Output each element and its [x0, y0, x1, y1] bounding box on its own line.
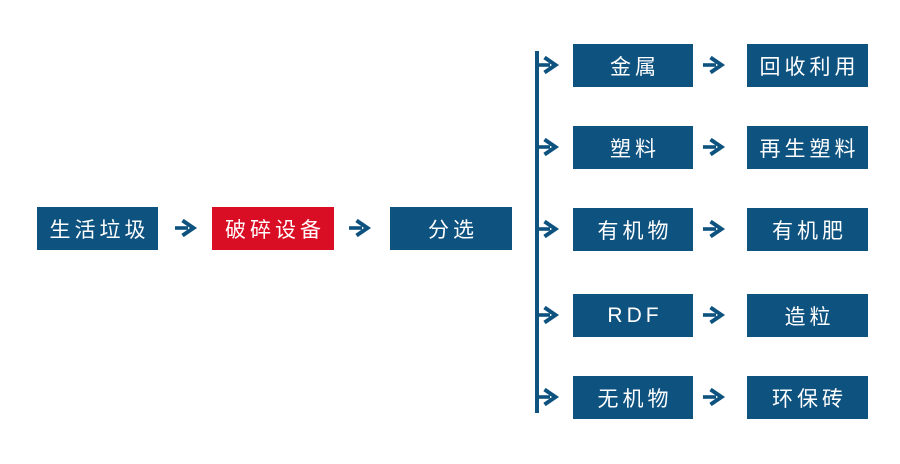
arrow-right-icon [348, 218, 372, 238]
arrow-right-icon [702, 387, 726, 407]
arrow-right-icon [536, 137, 560, 157]
node-organic-matter: 有机物 [573, 208, 693, 251]
node-recycled-plastic: 再生塑料 [747, 126, 868, 169]
arrow-right-icon [702, 305, 726, 325]
arrow-right-icon [536, 219, 560, 239]
node-granulation: 造粒 [747, 294, 868, 337]
node-plastic: 塑料 [573, 126, 693, 169]
arrow-right-icon [536, 387, 560, 407]
arrow-right-icon [536, 305, 560, 325]
node-metal: 金属 [573, 44, 693, 87]
node-organic-fertilizer: 有机肥 [747, 208, 868, 251]
node-eco-brick: 环保砖 [747, 376, 868, 419]
arrow-right-icon [702, 55, 726, 75]
node-crushing-equipment: 破碎设备 [212, 207, 334, 250]
node-inorganic-matter: 无机物 [573, 376, 693, 419]
arrow-right-icon [536, 55, 560, 75]
node-rdf: RDF [573, 294, 693, 337]
arrow-right-icon [702, 219, 726, 239]
node-household-waste: 生活垃圾 [37, 207, 158, 250]
branch-trunk-line [535, 51, 539, 413]
arrow-right-icon [174, 218, 198, 238]
node-recycling: 回收利用 [747, 44, 868, 87]
node-sorting: 分选 [390, 207, 512, 250]
arrow-right-icon [702, 137, 726, 157]
